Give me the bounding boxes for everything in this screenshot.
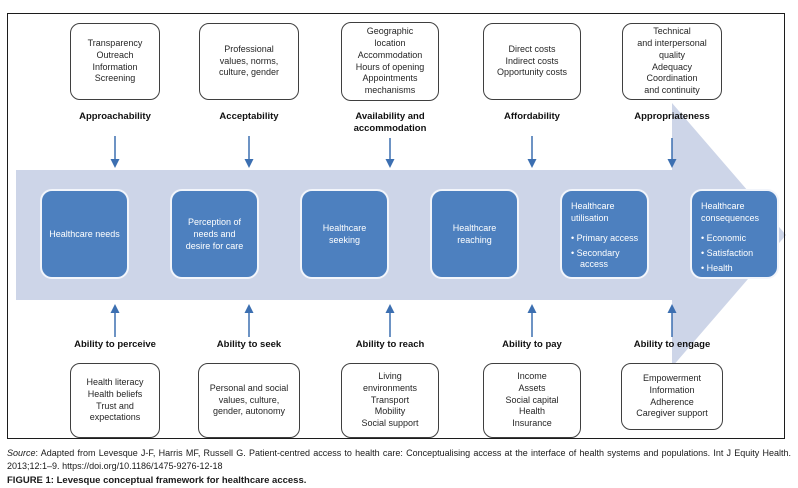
bullet-item: Economic — [701, 233, 753, 244]
figure-caption-label: FIGURE 1: — [7, 475, 54, 486]
dimension-label-availability: Availability and accommodation — [353, 111, 427, 134]
flow-box-text: Healthcare seeking — [322, 222, 367, 245]
figure-border — [7, 13, 785, 439]
flow-box-text: Healthcare reaching — [452, 222, 497, 245]
doi-link: https://doi.org/10.1186/1475-9276-12-18 — [62, 461, 223, 472]
ability-label-perceive: Ability to perceive — [74, 339, 156, 350]
figure-caption-text: Levesque conceptual framework for health… — [56, 475, 307, 486]
ability-box-reach: Living environments Transport Mobility S… — [341, 363, 439, 438]
ability-box-seek: Personal and social values, culture, gen… — [198, 363, 300, 438]
determinants-text: Technical and interpersonal quality Adeq… — [637, 25, 707, 96]
source-note: Source: Adapted from Levesque J-F, Harri… — [7, 447, 791, 473]
dimension-label-acceptability: Acceptability — [219, 111, 279, 122]
ability-label-pay: Ability to pay — [502, 339, 562, 350]
dimension-label-appropriateness: Appropriateness — [634, 111, 710, 122]
bullet-item: Primary access — [571, 233, 644, 244]
ability-box-pay: Income Assets Social capital Health Insu… — [483, 363, 581, 438]
flow-box-bullets: Primary accessSecondary access — [571, 229, 644, 269]
determinants-text: Professional values, norms, culture, gen… — [218, 43, 280, 78]
dimension-label-affordability: Affordability — [504, 111, 560, 122]
dimension-label-approachability: Approachability — [79, 111, 151, 122]
ability-box-text: Personal and social values, culture, gen… — [209, 382, 289, 417]
determinants-text: Transparency Outreach Information Screen… — [87, 37, 143, 84]
determinants-box-appropriateness: Technical and interpersonal quality Adeq… — [622, 23, 722, 100]
determinants-box-affordability: Direct costs Indirect costs Opportunity … — [483, 23, 581, 100]
flow-box-perception-of-needs: Perception of needs and desire for care — [170, 189, 259, 279]
ability-box-text: Living environments Transport Mobility S… — [361, 370, 419, 429]
flow-box-text: Healthcare needs — [49, 228, 120, 239]
flow-box-healthcare-needs: Healthcare needs — [40, 189, 129, 279]
bullet-item: Satisfaction — [701, 248, 754, 259]
flow-box-healthcare-utilisation: Healthcare utilisation Primary accessSec… — [560, 189, 649, 279]
flow-box-healthcare-seeking: Healthcare seeking — [300, 189, 389, 279]
determinants-box-acceptability: Professional values, norms, culture, gen… — [199, 23, 299, 100]
determinants-text: Geographic location Accommodation Hours … — [355, 25, 425, 96]
figure-caption: FIGURE 1: Levesque conceptual framework … — [7, 475, 791, 486]
ability-box-perceive: Health literacy Health beliefs Trust and… — [70, 363, 160, 438]
determinants-text: Direct costs Indirect costs Opportunity … — [496, 43, 568, 78]
ability-label-reach: Ability to reach — [355, 339, 425, 350]
ability-box-engage: Empowerment Information Adherence Caregi… — [621, 363, 723, 430]
ability-label-seek: Ability to seek — [216, 339, 282, 350]
ability-box-text: Health literacy Health beliefs Trust and… — [86, 376, 144, 423]
flow-box-title: Healthcare utilisation — [571, 201, 615, 224]
determinants-box-approachability: Transparency Outreach Information Screen… — [70, 23, 160, 100]
flow-box-bullets: EconomicSatisfactionHealth — [701, 229, 754, 274]
ability-box-text: Empowerment Information Adherence Caregi… — [636, 372, 708, 419]
ability-box-text: Income Assets Social capital Health Insu… — [505, 370, 559, 429]
flow-box-healthcare-reaching: Healthcare reaching — [430, 189, 519, 279]
bullet-item: Health — [701, 263, 753, 274]
ability-label-engage: Ability to engage — [633, 339, 711, 350]
flow-box-text: Perception of needs and desire for care — [185, 216, 244, 252]
determinants-box-availability: Geographic location Accommodation Hours … — [341, 22, 439, 101]
flow-box-healthcare-consequences: Healthcare consequences EconomicSatisfac… — [690, 189, 779, 279]
source-label: Source — [7, 448, 36, 458]
source-text: : Adapted from Levesque J-F, Harris MF, … — [7, 448, 791, 472]
bullet-item: Secondary access — [571, 248, 644, 270]
flow-box-title: Healthcare consequences — [701, 201, 760, 224]
